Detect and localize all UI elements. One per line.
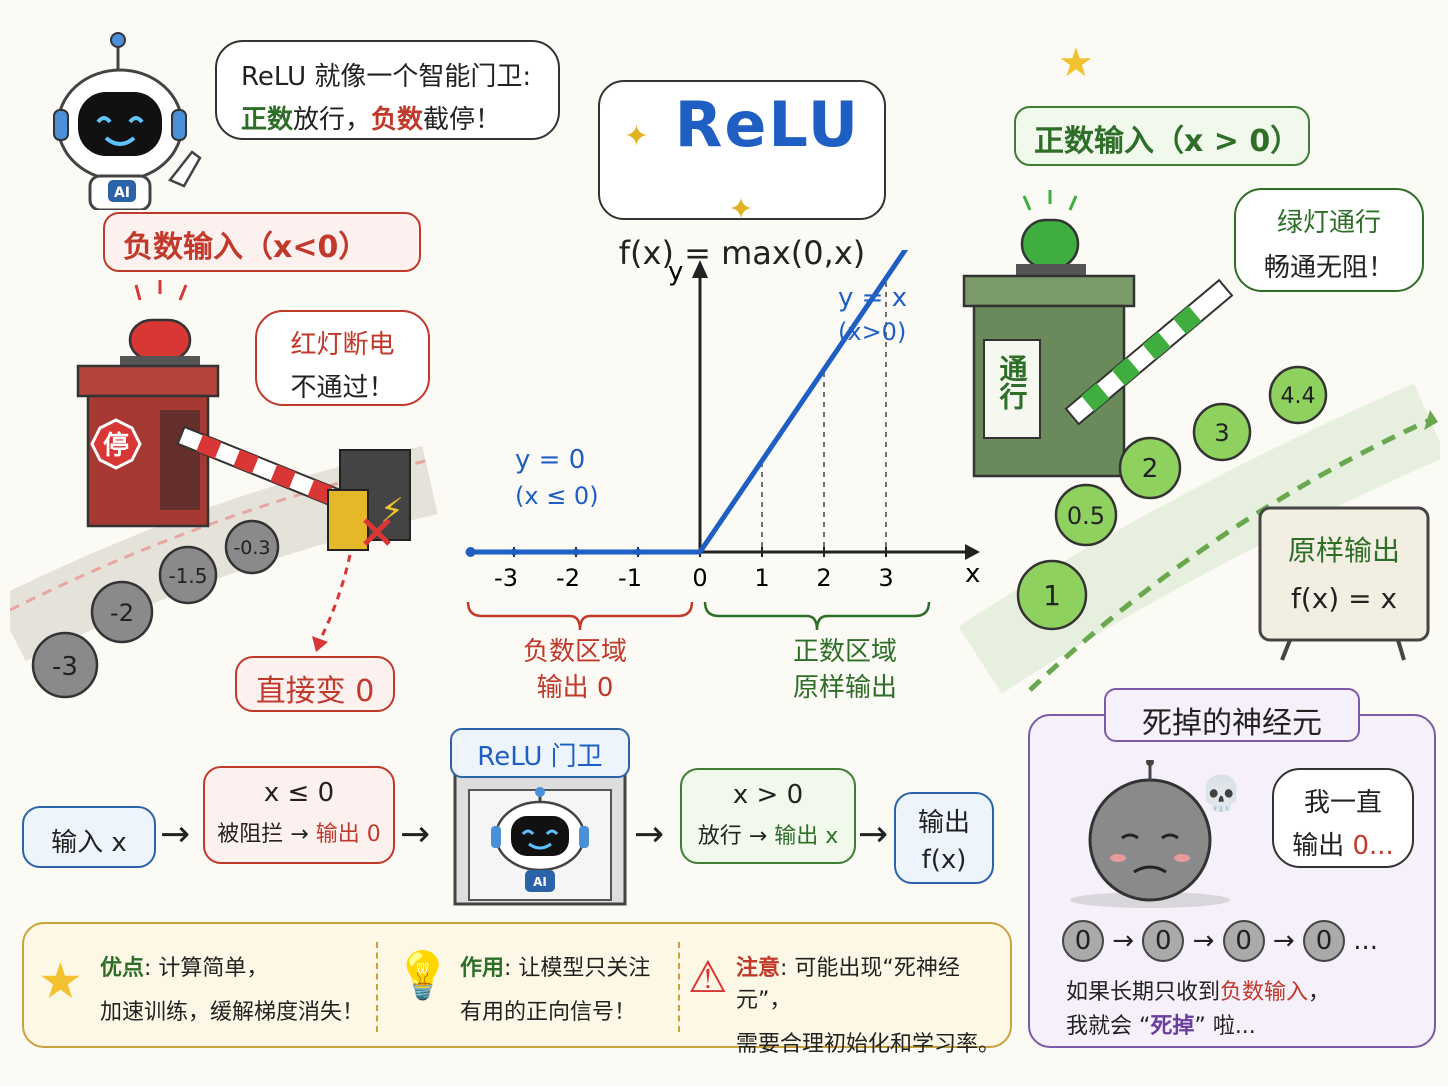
green-light-bubble: 绿灯通行 畅通无阻！ <box>1234 188 1424 292</box>
flow-input: 输入 x <box>22 806 156 868</box>
negative-scene: 停 ⚡ -3 -2 -1.5 -0.3 <box>0 280 440 730</box>
speech-line1: ReLU 就像一个智能门卫: <box>241 62 532 92</box>
use-label: 作用 <box>460 956 505 981</box>
arrow-right-icon: → <box>858 814 889 855</box>
negative-ball: -3 <box>31 631 99 699</box>
speech-end: 截停！ <box>423 105 502 135</box>
line-start-point <box>465 547 476 557</box>
data-point <box>572 548 580 556</box>
negative-ball: -0.3 <box>224 519 280 575</box>
gate-title: ReLU 门卫 <box>450 728 630 778</box>
title-formula: f(x) = max(0,x) <box>618 234 866 272</box>
svg-text:-3: -3 <box>52 652 78 682</box>
positive-scene: 通行 1 0.5 2 3 4.4 <box>958 190 1447 700</box>
data-point <box>634 548 642 556</box>
arrow-right-icon: → <box>160 814 191 855</box>
svg-text:2: 2 <box>1142 454 1159 484</box>
x-axis-label: x <box>965 559 980 589</box>
x-tick-label: 0 <box>692 564 707 592</box>
positive-heading: 正数输入（x > 0） <box>1014 106 1310 166</box>
dead-neuron-panel: 💀 我一直 输出 0... 0 → 0 → 0 → 0 ... 如果长期只收到负… <box>1028 714 1436 1048</box>
y-axis-label: y <box>668 257 683 287</box>
stop-sign-text: 停 <box>103 430 129 461</box>
pos-region-line1: 正数区域 <box>793 637 897 667</box>
speech-mid: 放行， <box>293 105 372 135</box>
x-tick-label: -3 <box>494 564 518 592</box>
speech-negative: 负数 <box>371 105 424 135</box>
x-tick-label: 3 <box>878 564 893 592</box>
positive-ball: 3 <box>1192 402 1252 462</box>
positive-ball: 0.5 <box>1054 483 1118 547</box>
star-icon: ★ <box>1058 40 1094 86</box>
svg-text:4.4: 4.4 <box>1281 384 1316 409</box>
chain-node: 0 <box>1062 920 1104 962</box>
chain-node: 0 <box>1302 920 1345 962</box>
svg-text:1: 1 <box>1043 579 1061 612</box>
neg-region-line1: 负数区域 <box>523 637 627 667</box>
negative-ball: -2 <box>90 580 154 644</box>
dead-neuron-ball <box>1050 758 1250 910</box>
positive-ball: 4.4 <box>1268 365 1328 425</box>
sparkle-icon: ✦ <box>728 192 756 227</box>
data-point <box>510 548 518 556</box>
warning-label: 注意 <box>736 956 781 981</box>
svg-text:3: 3 <box>1214 419 1229 447</box>
arrow-right-icon: → <box>1272 926 1295 956</box>
title-card: ✦ ReLU ✦ f(x) = max(0,x) <box>598 80 886 272</box>
sign-line1: 原样输出 <box>1288 534 1400 567</box>
red-light-bubble: 红灯断电 不通过！ <box>255 310 430 406</box>
flow-positive: x > 0 放行 → 输出 x <box>680 768 856 864</box>
x-tick-label: -1 <box>618 564 642 592</box>
pos-eq-label: y = x <box>838 283 907 313</box>
star-icon: ★ <box>38 952 83 1010</box>
svg-text:AI: AI <box>533 875 547 889</box>
arrow-right-icon: → <box>400 814 431 855</box>
flow-negative: x ≤ 0 被阻拦 → 输出 0 <box>203 766 395 864</box>
x-tick-label: 1 <box>754 564 769 592</box>
relu-line <box>468 250 909 555</box>
speech-positive: 正数 <box>241 105 294 135</box>
zero-chain: 0 → 0 → 0 → 0 ... <box>1062 920 1422 964</box>
dead-neuron-heading: 死掉的神经元 <box>1104 688 1360 742</box>
title-text: ReLU <box>674 88 861 161</box>
advantage-label: 优点 <box>100 956 145 981</box>
dead-neuron-bubble: 我一直 输出 0... <box>1272 768 1414 868</box>
x-tick-label: 2 <box>816 564 831 592</box>
direct-zero-label: 直接变 0 <box>235 656 395 712</box>
x-tick-label: -2 <box>556 564 580 592</box>
warning-icon: ⚠ <box>688 952 728 1003</box>
arrow-right-icon: → <box>1112 926 1135 956</box>
arrow-right-icon: → <box>634 814 665 855</box>
positive-ball: 2 <box>1118 436 1182 500</box>
booth-sign: 通行 <box>996 354 1029 410</box>
positive-ball: 1 <box>1016 559 1088 631</box>
svg-text:-1.5: -1.5 <box>168 564 207 588</box>
flow-output: 输出 f(x) <box>894 792 994 884</box>
robot-mascot: AI <box>50 30 210 212</box>
sparkle-icon: ✦ <box>623 119 652 154</box>
pos-cond-label: (x>0) <box>838 318 906 346</box>
skull-icon: 💀 <box>1200 774 1243 814</box>
relu-chart: y x -3 -2 -1 0 1 2 3 y = 0 (x ≤ 0) y = x (x>0)… <box>465 250 980 703</box>
svg-text:-0.3: -0.3 <box>233 537 270 559</box>
negative-ball: -1.5 <box>158 545 218 605</box>
robot-badge: AI <box>114 185 130 201</box>
sign-line2: f(x) = x <box>1291 582 1397 615</box>
arrow-right-icon: → <box>1192 926 1215 956</box>
notes-bar: ★ 优点: 计算简单， 加速训练，缓解梯度消失！ 💡 作用: 让模型只关注 有用… <box>22 922 1012 1057</box>
pos-region-line2: 原样输出 <box>793 673 897 703</box>
svg-text:-2: -2 <box>110 599 134 627</box>
chain-node: 0 <box>1222 920 1265 962</box>
neg-cond-label: (x ≤ 0) <box>515 482 599 510</box>
lightbulb-icon: 💡 <box>394 948 452 1002</box>
svg-text:0.5: 0.5 <box>1067 502 1105 530</box>
chain-node: 0 <box>1142 920 1185 962</box>
robot-speech-bubble: ReLU 就像一个智能门卫: 正数放行，负数截停！ <box>215 40 560 140</box>
negative-heading: 负数输入（x<0） <box>103 212 421 272</box>
neg-eq-label: y = 0 <box>515 445 585 475</box>
relu-gate: AI <box>445 730 635 910</box>
neg-region-line2: 输出 0 <box>537 673 614 703</box>
chain-ellipsis: ... <box>1353 926 1379 956</box>
